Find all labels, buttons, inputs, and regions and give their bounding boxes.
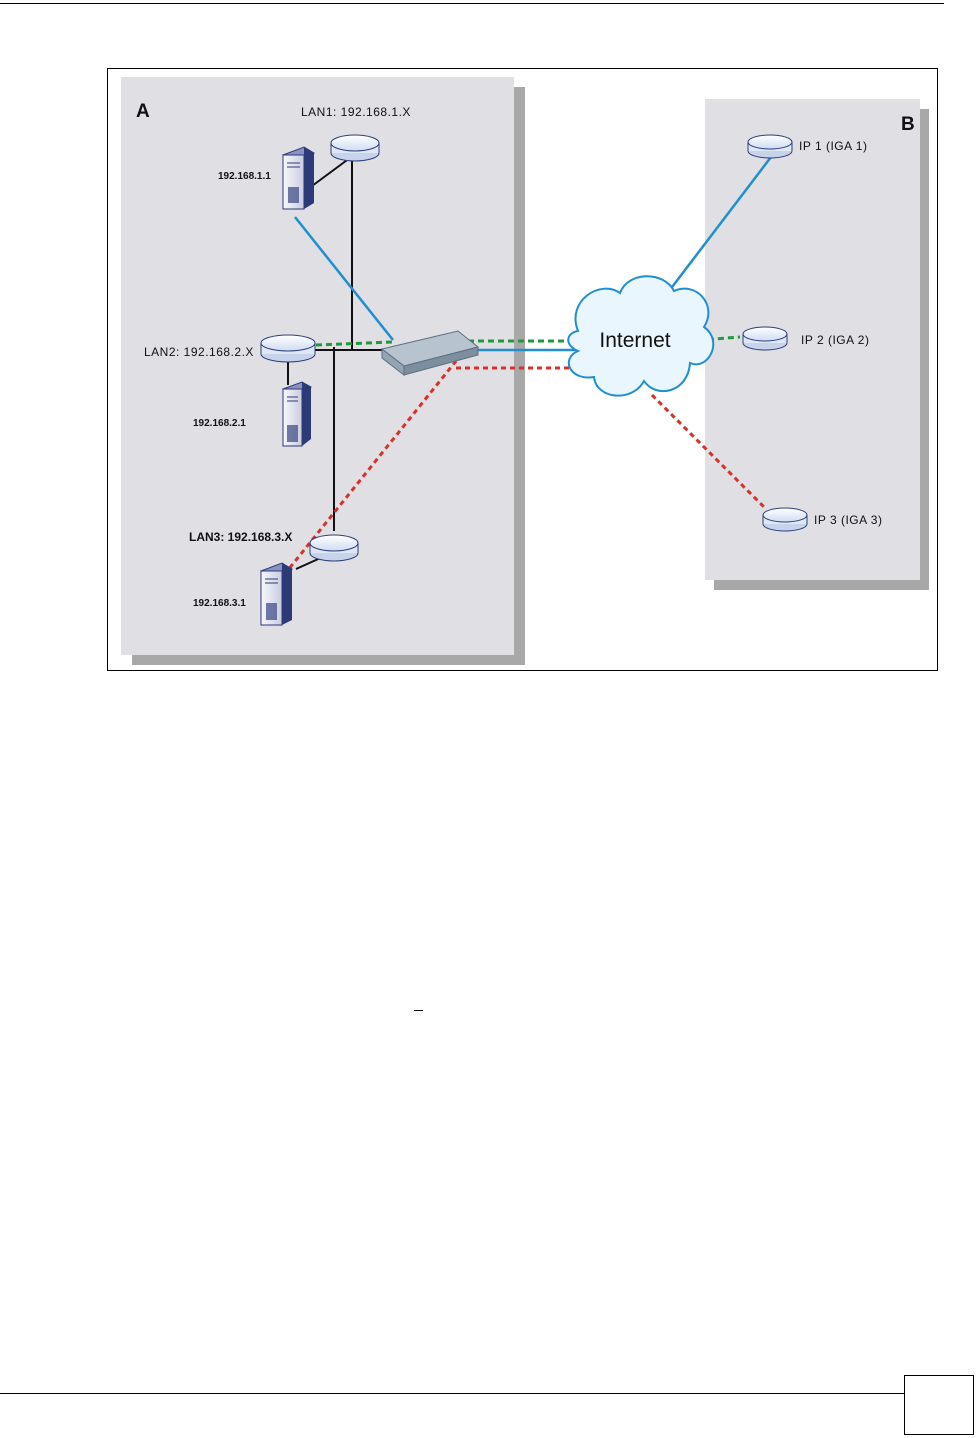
page-number-box: [904, 1375, 974, 1435]
network-diagram: A B: [108, 69, 939, 672]
header-rule: [0, 3, 944, 4]
lan1-server: [283, 147, 314, 209]
remote-ip3-router: [763, 508, 807, 531]
site-a-panel: [121, 77, 514, 655]
lan3-router: [310, 535, 358, 561]
internet-cloud: Internet: [568, 276, 713, 395]
lan3-server: [261, 563, 292, 625]
lan1-host-label: 192.168.1.1: [218, 171, 271, 182]
remote-ip2-label: IP 2 (IGA 2): [801, 333, 869, 347]
site-b-label: B: [901, 114, 915, 135]
stray-mark: [414, 1010, 423, 1011]
lan2-router: [261, 335, 315, 362]
remote-ip2-router: [743, 327, 787, 350]
lan1-label: LAN1: 192.168.1.X: [301, 105, 411, 119]
remote-ip3-label: IP 3 (IGA 3): [814, 513, 882, 527]
lan2-server: [283, 382, 311, 446]
network-diagram-figure: A B: [107, 68, 938, 671]
lan1-router: [331, 135, 379, 161]
lan3-label: LAN3: 192.168.3.X: [189, 530, 292, 544]
lan2-host-label: 192.168.2.1: [193, 418, 246, 429]
footer-rule: [0, 1393, 904, 1394]
remote-ip1-label: IP 1 (IGA 1): [799, 139, 867, 153]
site-a-label: A: [136, 101, 150, 122]
internet-label: Internet: [599, 329, 670, 352]
lan2-label: LAN2: 192.168.2.X: [144, 345, 254, 359]
lan3-host-label: 192.168.3.1: [193, 598, 246, 609]
remote-ip1-router: [748, 135, 792, 158]
